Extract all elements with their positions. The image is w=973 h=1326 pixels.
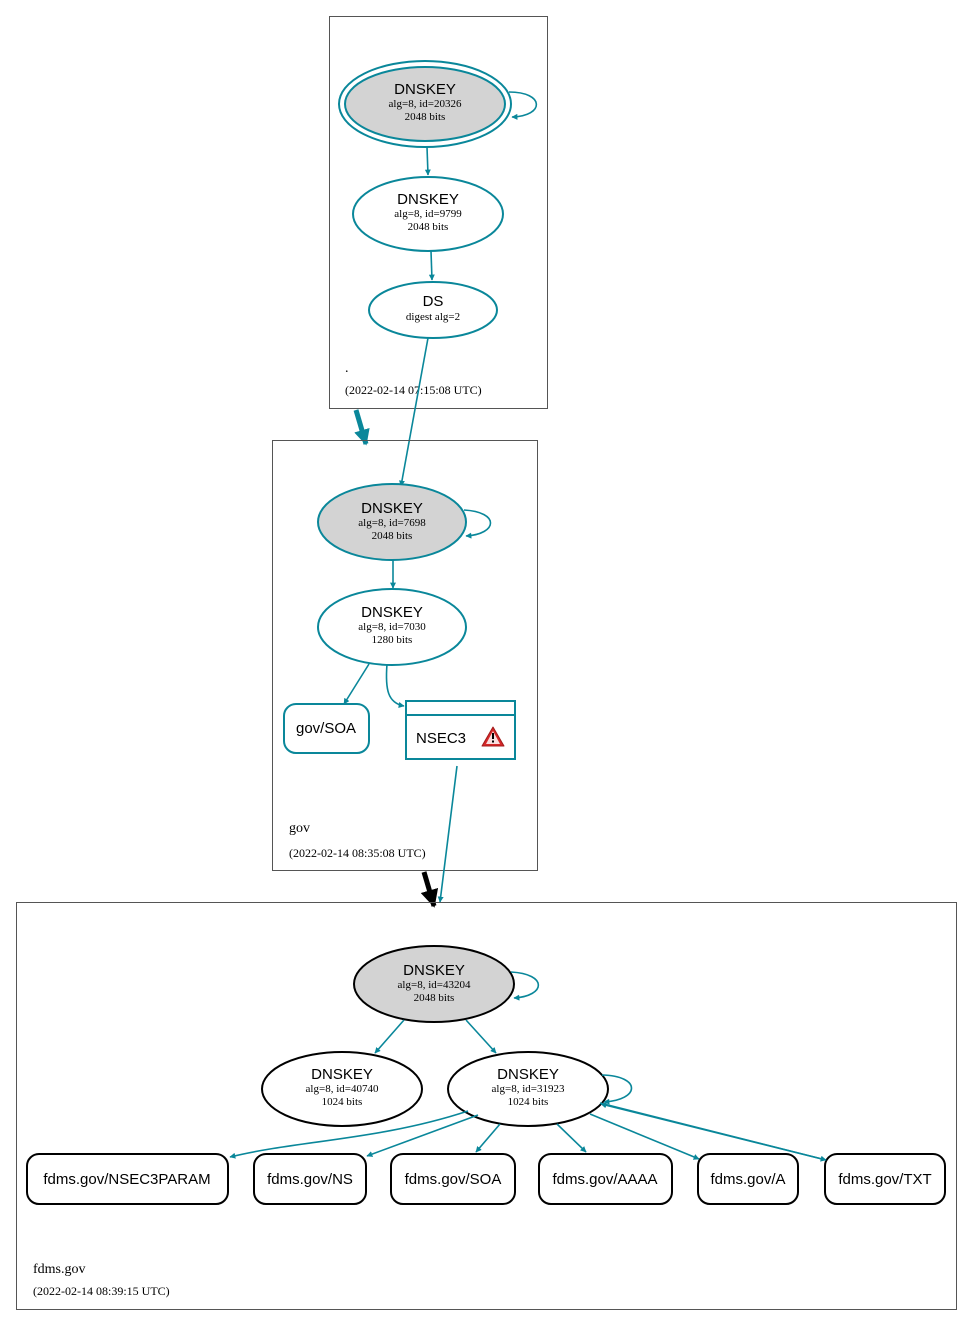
fdms-aaaa-node[interactable]: fdms.gov/AAAA (538, 1153, 673, 1205)
fdms-txt-node[interactable]: fdms.gov/TXT (824, 1153, 946, 1205)
fdms-31923-to-nsec3param-edge (229, 1110, 469, 1159)
zone-fdms-box (16, 902, 957, 1310)
fdms-31923-to-aaaa-edge (556, 1123, 587, 1153)
fdms-key-40740-title: DNSKEY (311, 1066, 373, 1083)
fdms-soa-node[interactable]: fdms.gov/SOA (390, 1153, 516, 1205)
gov-ksk-bits: 2048 bits (372, 530, 413, 542)
warning-triangle-icon (481, 726, 505, 747)
fdms-31923-to-a-edge (589, 1113, 700, 1160)
zone-root-box (329, 16, 548, 409)
gov-zsk-to-nsec3-edge (385, 663, 405, 708)
fdms-key-31923-title: DNSKEY (497, 1066, 559, 1083)
fdms-key-40740-detail: alg=8, id=40740 (306, 1083, 379, 1095)
fdms-key-31923-detail: alg=8, id=31923 (492, 1083, 565, 1095)
fdms-zone-name: fdms.gov (33, 1262, 86, 1277)
gov-zsk-node[interactable]: DNSKEY alg=8, id=7030 1280 bits (317, 588, 467, 666)
zone-gov: DNSKEY alg=8, id=7698 2048 bits DNSKEY a… (272, 440, 538, 871)
root-zone-timestamp: (2022-02-14 07:15:08 UTC) (345, 383, 482, 397)
gov-zsk-bits: 1280 bits (372, 634, 413, 646)
gov-ksk-detail: alg=8, id=7698 (358, 517, 426, 529)
gov-zone-name: gov (289, 821, 310, 836)
gov-zsk-title: DNSKEY (361, 604, 423, 621)
root-zone-name: . (345, 361, 349, 376)
gov-to-fdms-delegation-edge (420, 871, 439, 908)
root-ds-detail: digest alg=2 (406, 311, 460, 323)
root-ds-to-gov-ksk-edge (399, 337, 429, 487)
root-ksk-to-zsk-edge (424, 146, 431, 176)
gov-ksk-self-edge (463, 509, 492, 539)
root-zsk-bits: 2048 bits (408, 221, 449, 233)
root-zsk-to-ds-edge (428, 250, 435, 281)
fdms-key-31923-node[interactable]: DNSKEY alg=8, id=31923 1024 bits (447, 1051, 609, 1127)
fdms-ksk-to-40740-edge (374, 1019, 405, 1054)
fdms-ns-node[interactable]: fdms.gov/NS (253, 1153, 367, 1205)
gov-zsk-to-soa-edge (343, 663, 370, 705)
fdms-ksk-self-edge (510, 971, 540, 1001)
fdms-ksk-title: DNSKEY (403, 962, 465, 979)
root-zsk-detail: alg=8, id=9799 (394, 208, 462, 220)
fdms-a-label: fdms.gov/A (710, 1171, 785, 1188)
root-ksk-detail: alg=8, id=20326 (389, 98, 462, 110)
fdms-key-31923-self-edge (601, 1074, 633, 1105)
zone-gov-box (272, 440, 538, 871)
fdms-ksk-detail: alg=8, id=43204 (398, 979, 471, 991)
zone-fdms: DNSKEY alg=8, id=43204 2048 bits DNSKEY … (16, 902, 957, 1310)
fdms-ksk-node[interactable]: DNSKEY alg=8, id=43204 2048 bits (353, 945, 515, 1023)
fdms-ns-label: fdms.gov/NS (267, 1171, 353, 1188)
gov-soa-label: gov/SOA (296, 720, 356, 737)
gov-ksk-title: DNSKEY (361, 500, 423, 517)
fdms-key-40740-bits: 1024 bits (322, 1096, 363, 1108)
root-ds-node[interactable]: DS digest alg=2 (368, 281, 498, 339)
fdms-key-40740-node[interactable]: DNSKEY alg=8, id=40740 1024 bits (261, 1051, 423, 1127)
gov-nsec3-label: NSEC3 (416, 730, 466, 747)
root-zsk-title: DNSKEY (397, 191, 459, 208)
fdms-aaaa-label: fdms.gov/AAAA (552, 1171, 657, 1188)
fdms-key-31923-bits: 1024 bits (508, 1096, 549, 1108)
gov-nsec3-node[interactable]: NSEC3 (405, 700, 516, 760)
fdms-soa-label: fdms.gov/SOA (405, 1171, 502, 1188)
gov-zsk-detail: alg=8, id=7030 (358, 621, 426, 633)
zone-root: DNSKEY alg=8, id=20326 2048 bits DNSKEY … (329, 16, 548, 409)
fdms-a-node[interactable]: fdms.gov/A (697, 1153, 799, 1205)
fdms-ksk-bits: 2048 bits (414, 992, 455, 1004)
fdms-31923-to-soa-edge (475, 1123, 501, 1153)
gov-nsec3-to-fdms-edge (437, 765, 458, 903)
fdms-txt-to-31923-edge (600, 1102, 827, 1161)
root-ksk-self-edge (508, 91, 538, 120)
gov-soa-node[interactable]: gov/SOA (283, 703, 370, 754)
root-to-gov-delegation-edge (353, 409, 370, 446)
fdms-nsec3param-node[interactable]: fdms.gov/NSEC3PARAM (26, 1153, 229, 1205)
root-zsk-node[interactable]: DNSKEY alg=8, id=9799 2048 bits (352, 176, 504, 252)
fdms-ksk-to-31923-edge (465, 1019, 497, 1054)
root-ksk-title: DNSKEY (394, 81, 456, 98)
fdms-31923-to-ns-edge (366, 1114, 479, 1157)
fdms-zone-timestamp: (2022-02-14 08:39:15 UTC) (33, 1284, 170, 1298)
fdms-nsec3param-label: fdms.gov/NSEC3PARAM (43, 1171, 210, 1188)
fdms-txt-label: fdms.gov/TXT (838, 1171, 931, 1188)
gov-ksk-node[interactable]: DNSKEY alg=8, id=7698 2048 bits (317, 483, 467, 561)
root-ds-title: DS (423, 293, 444, 310)
gov-zone-timestamp: (2022-02-14 08:35:08 UTC) (289, 846, 426, 860)
root-ksk-bits: 2048 bits (405, 111, 446, 123)
root-ksk-node[interactable]: DNSKEY alg=8, id=20326 2048 bits (338, 60, 512, 148)
